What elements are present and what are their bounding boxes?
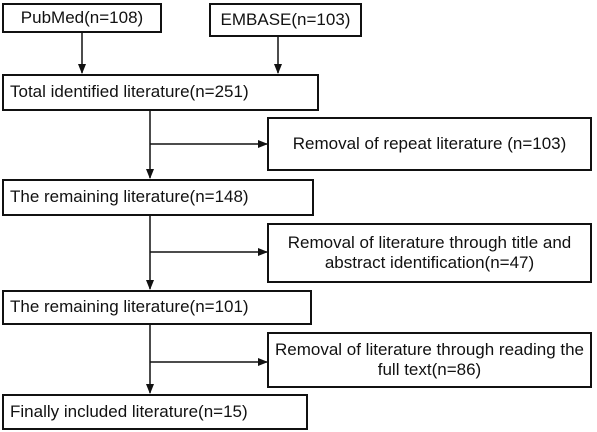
- node-total-identified: Total identified literature(n=251): [2, 74, 319, 111]
- node-finally-included: Finally included literature(n=15): [2, 394, 308, 430]
- node-remaining-101: The remaining literature(n=101): [2, 290, 312, 325]
- node-embase: EMBASE(n=103): [209, 3, 362, 37]
- node-pubmed: PubMed(n=108): [2, 3, 162, 33]
- node-remaining-148: The remaining literature(n=148): [2, 179, 314, 216]
- node-removal-title-abstract: Removal of literature through title and …: [267, 223, 592, 283]
- node-removal-repeat: Removal of repeat literature (n=103): [267, 117, 592, 171]
- node-removal-full-text: Removal of literature through reading th…: [267, 332, 592, 388]
